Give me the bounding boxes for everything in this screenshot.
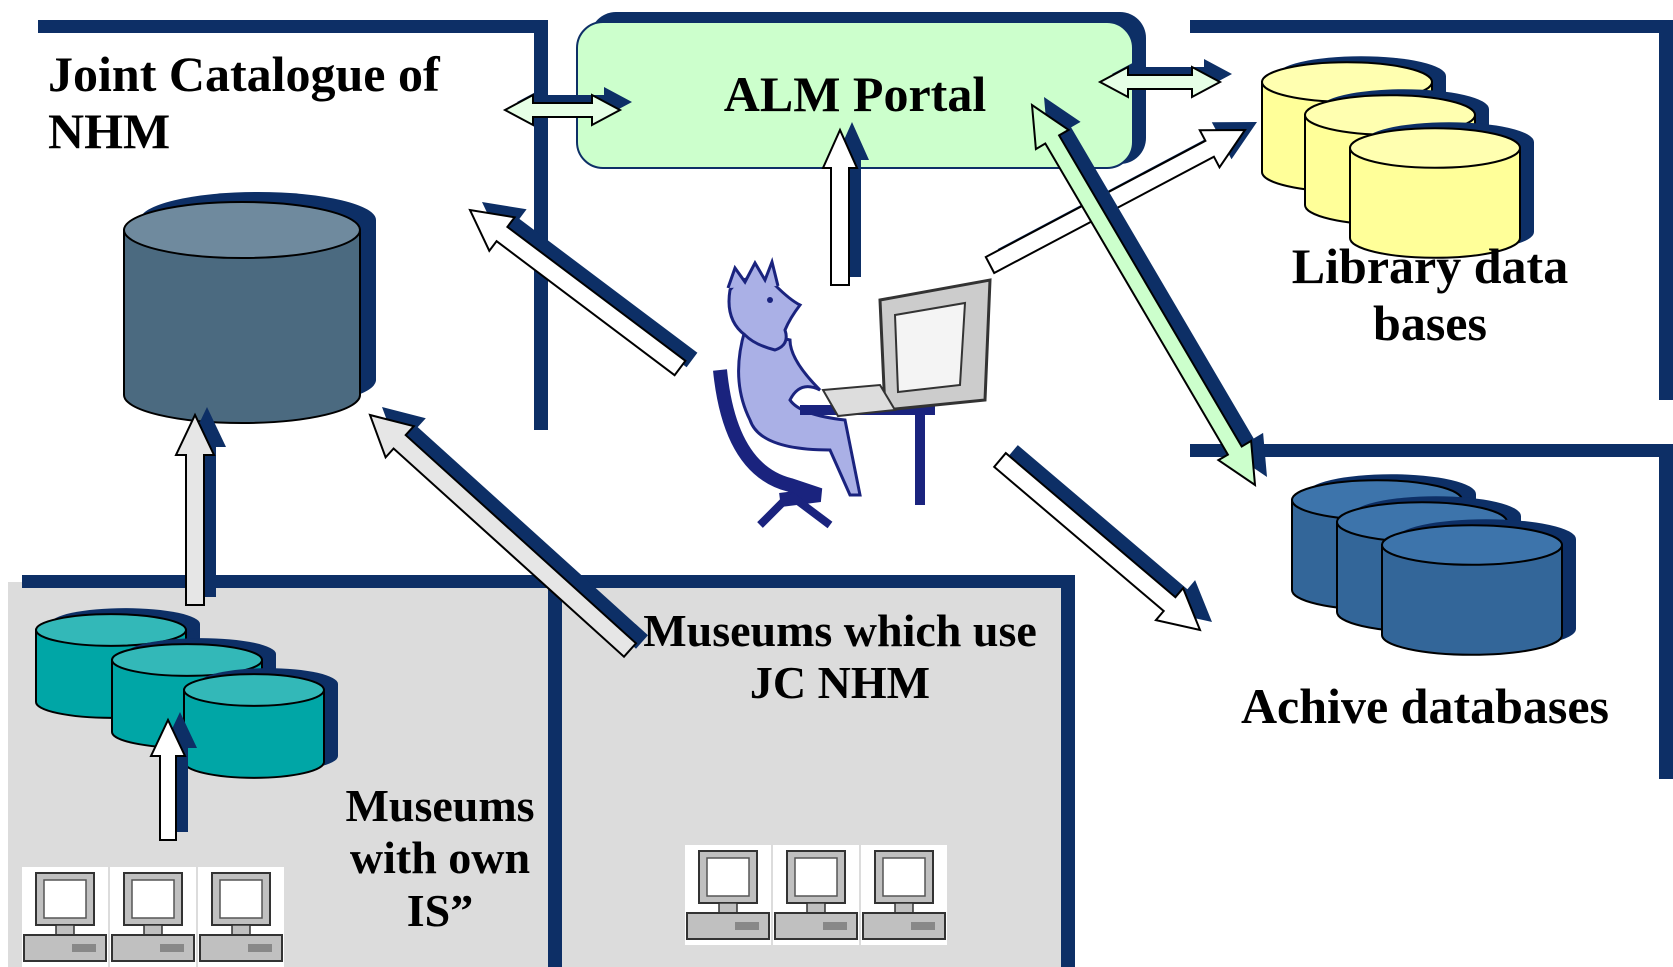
arrows [149,59,1267,841]
archive-databases-label: Achive databases [1240,678,1610,734]
archive-database-icon [1291,474,1576,656]
user-at-computer-icon [713,257,992,529]
workstation-icon [685,845,947,945]
museums-own-is-label: Museums with own IS” [345,780,535,936]
alm-portal-label: ALM Portal [723,66,987,122]
joint-catalogue-label: Joint Catalogue of NHM [48,46,440,159]
frame-lines [22,20,1673,967]
museums-use-jc-label: Museums which use JC NHM [643,605,1037,709]
library-database-icon [1261,56,1534,259]
workstation-icon [22,867,284,967]
library-databases-label: Library data bases [1291,238,1569,351]
database-cylinder-icon [123,192,376,424]
